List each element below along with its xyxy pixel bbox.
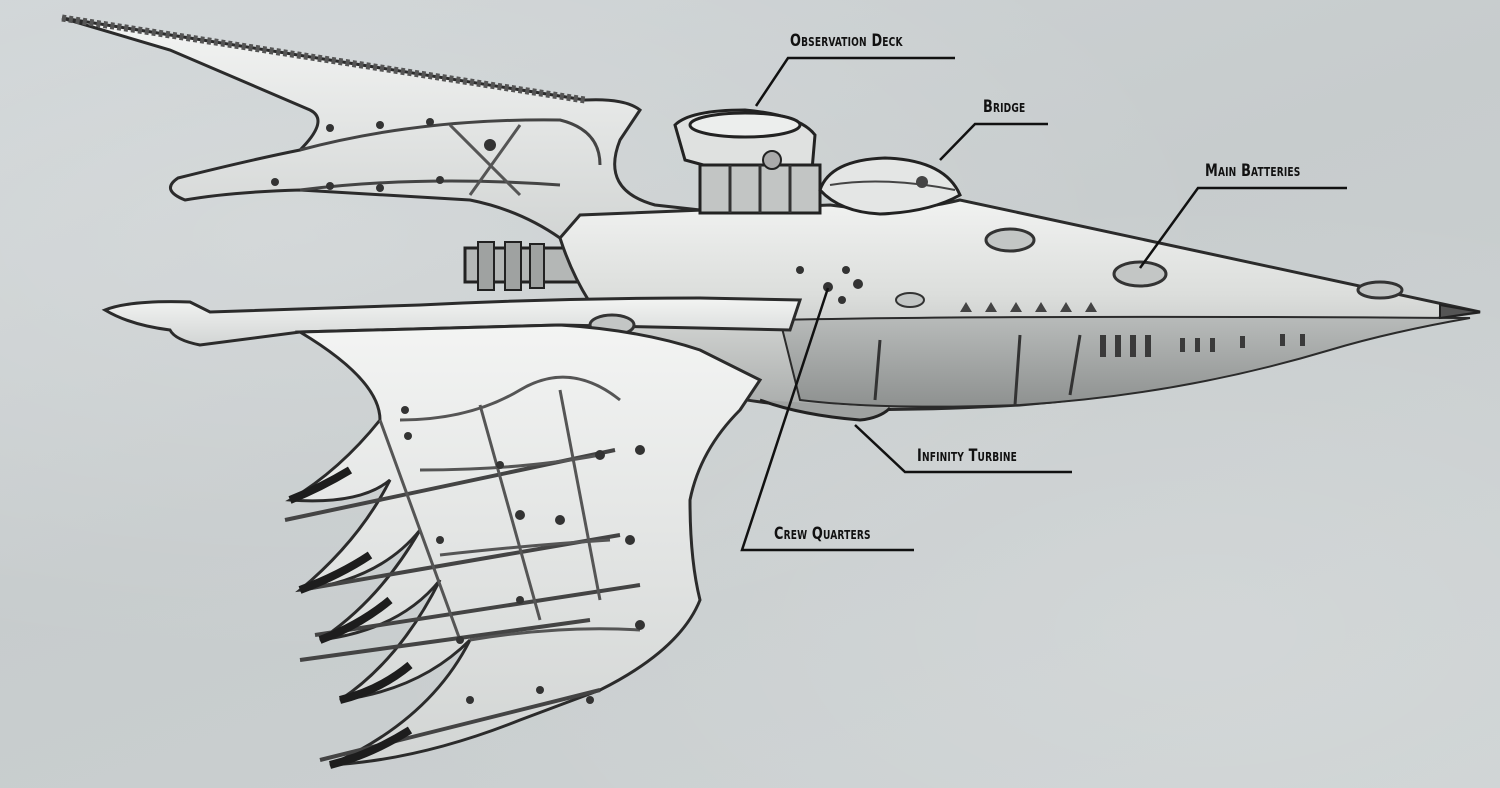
- leader-observation-deck: [754, 56, 955, 107]
- ship-nose: [1439, 303, 1481, 320]
- leader-lines: [740, 56, 1347, 552]
- lower-wing: [284, 323, 763, 769]
- leader-infinity-turbine: [854, 424, 1072, 474]
- upper-wing: [61, 14, 702, 240]
- leader-crew-quarters: [740, 287, 914, 552]
- leader-main-batteries: [1138, 186, 1347, 269]
- label-crew-quarters: Crew Quarters: [774, 524, 871, 544]
- main-hull: [558, 198, 1481, 411]
- label-bridge: Bridge: [983, 97, 1026, 117]
- bridge-structure: [818, 156, 962, 216]
- label-observation-deck: Observation Deck: [790, 31, 903, 51]
- label-infinity-turbine: Infinity Turbine: [917, 446, 1017, 466]
- label-main-batteries: Main Batteries: [1205, 161, 1301, 181]
- leader-bridge: [939, 122, 1048, 161]
- observation-deck-structure: [673, 108, 822, 215]
- infinity-turbine-structure: [759, 398, 892, 422]
